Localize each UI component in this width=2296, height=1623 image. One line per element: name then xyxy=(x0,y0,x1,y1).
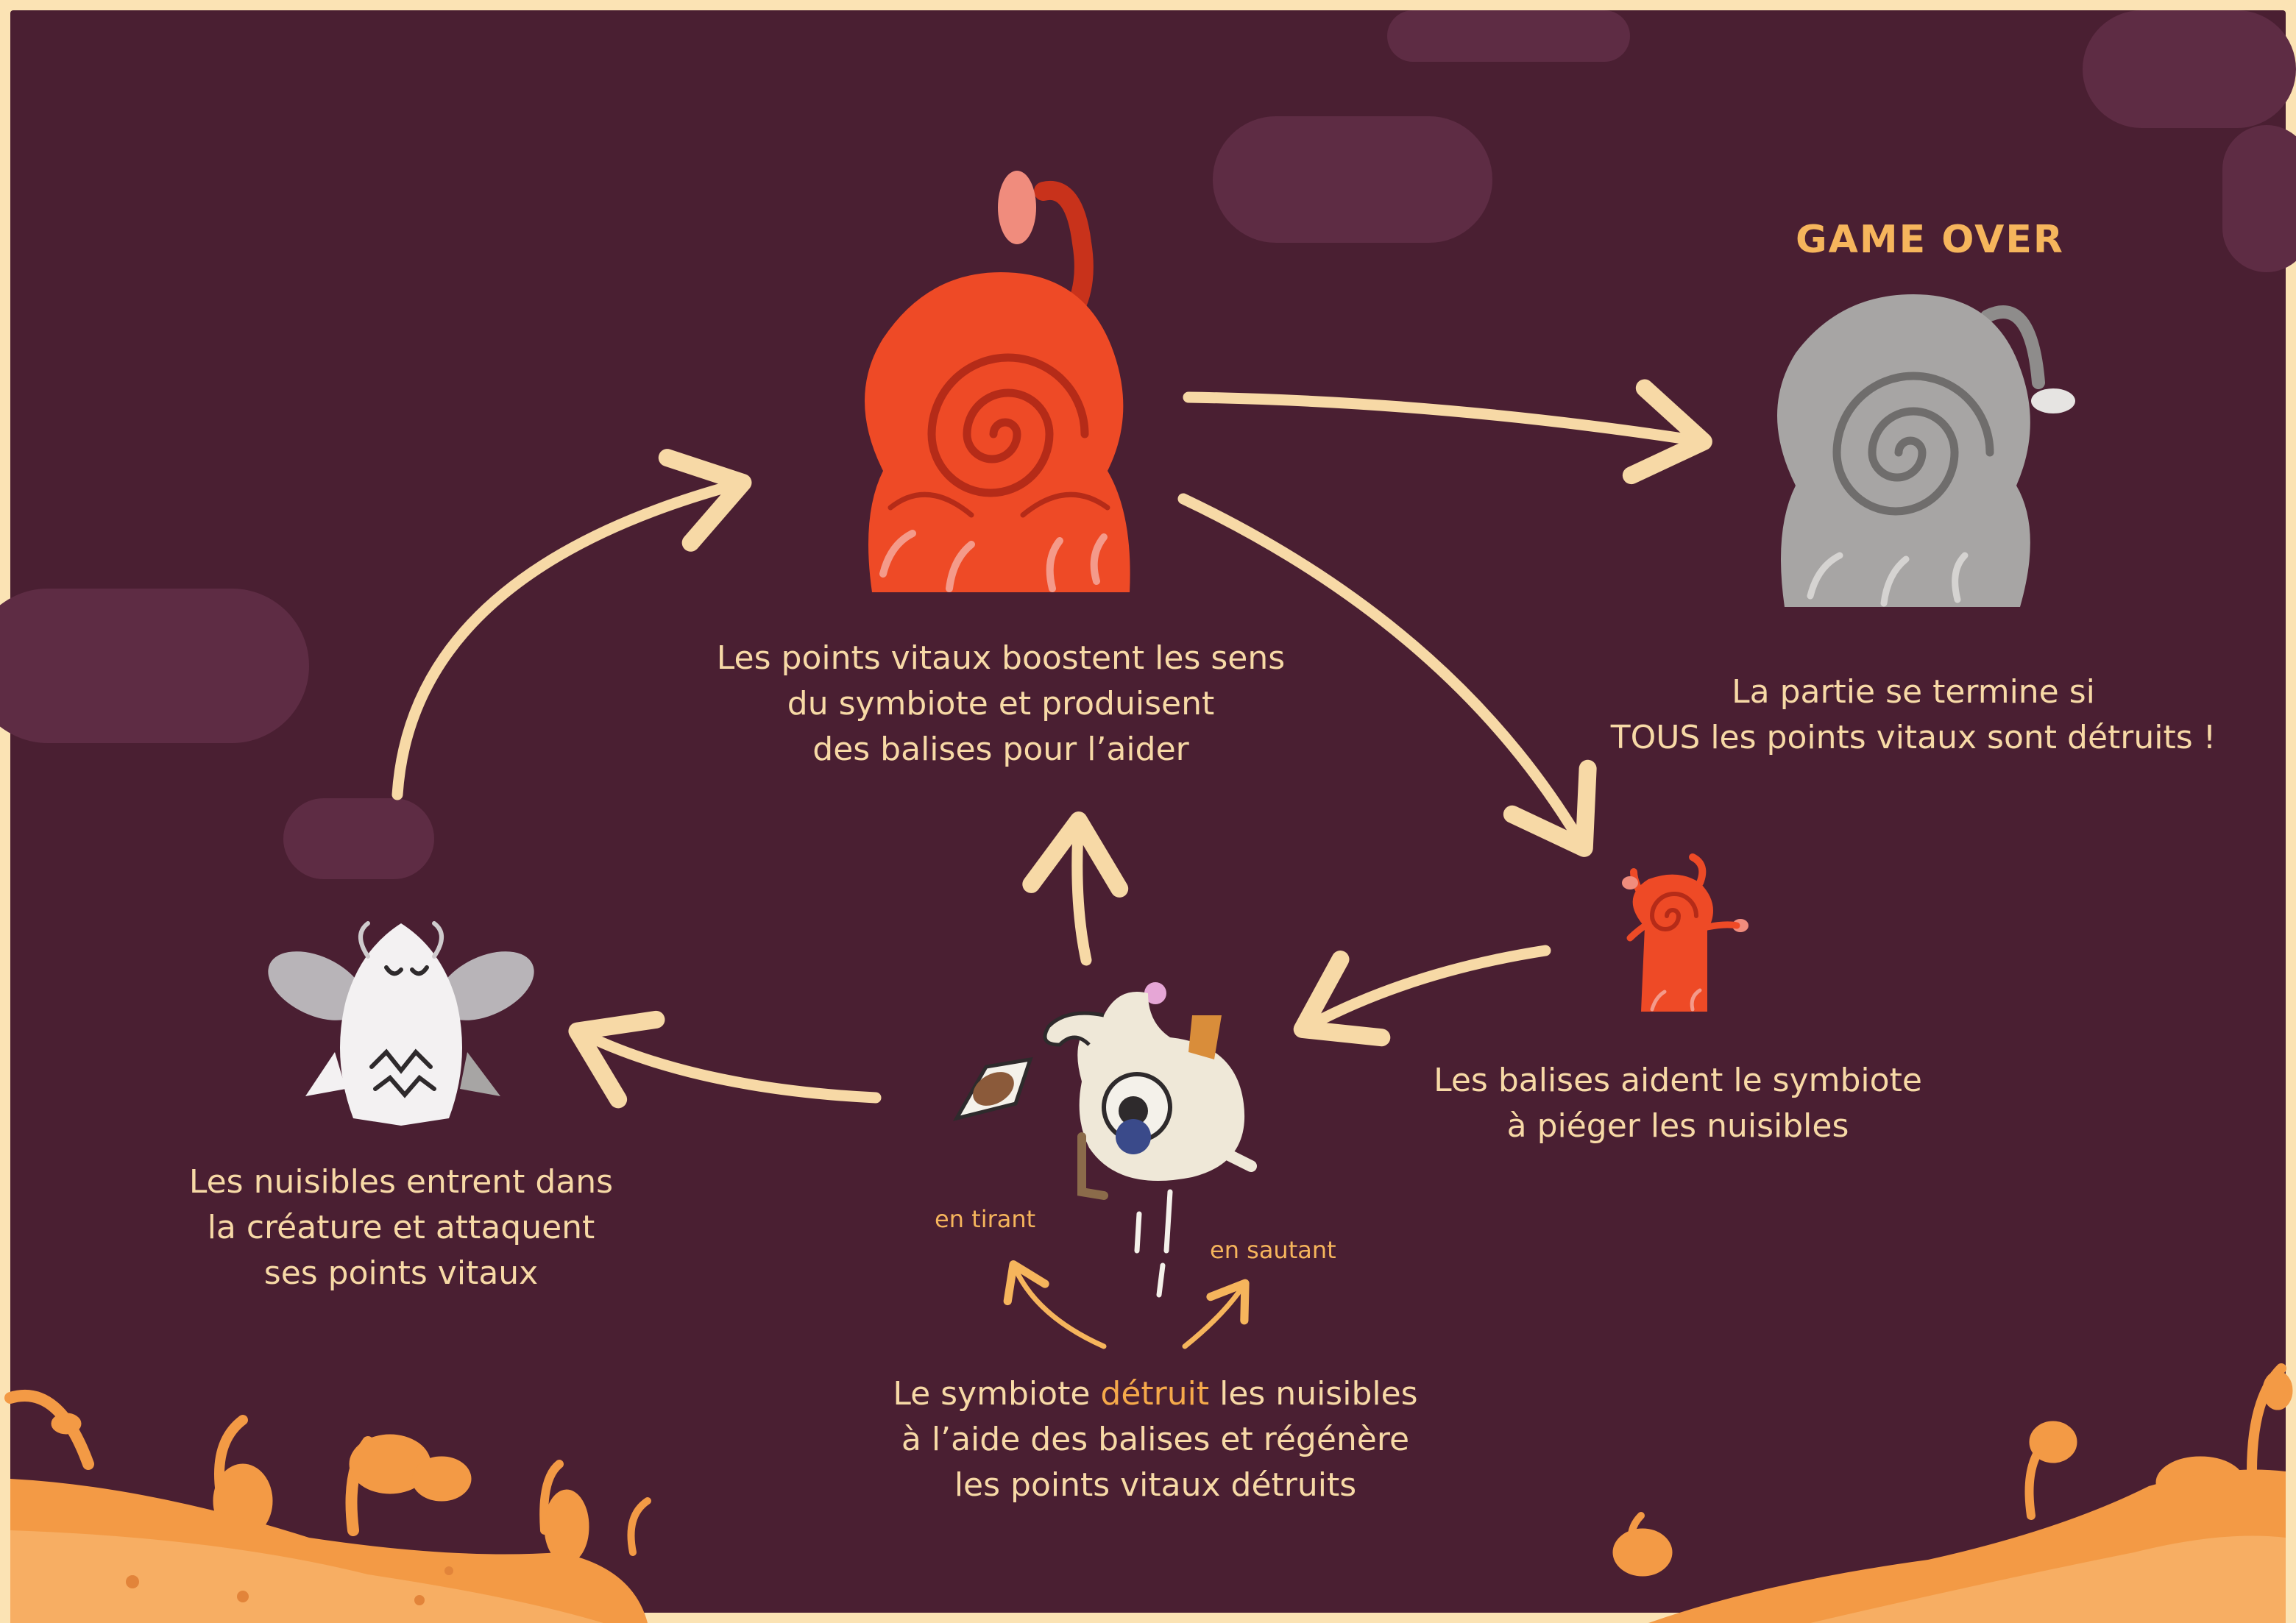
arrow-jumping xyxy=(1182,1279,1250,1349)
beacon-illustration xyxy=(1622,853,1748,1012)
symbiote-illustration xyxy=(952,982,1257,1298)
ground-left xyxy=(4,1389,651,1623)
caption-symbiote-post: les nuisibles à l’aide des balises et ré… xyxy=(901,1375,1418,1504)
flow-arrows xyxy=(391,379,1712,1109)
arrow-vital-to-beacon xyxy=(1177,493,1597,857)
caption-pests: Les nuisibles entrent dans la créature e… xyxy=(188,1163,614,1292)
label-shooting: en tirant xyxy=(935,1205,1036,1233)
arrow-symbiote-to-vital xyxy=(1022,812,1129,966)
background-blobs xyxy=(0,10,2296,879)
arrow-vital-to-gameover xyxy=(1183,379,1712,485)
caption-game-over: La partie se termine si TOUS les points … xyxy=(1575,670,2252,761)
arrow-pests-to-vital xyxy=(391,449,752,800)
arrow-shooting xyxy=(1003,1260,1107,1349)
caption-game-over-line1: La partie se termine si xyxy=(1732,673,2095,711)
caption-symbiote-pre: Le symbiote xyxy=(893,1375,1101,1413)
caption-vital-points: Les points vitaux boostent les sens du s… xyxy=(716,639,1286,768)
game-over-illustration xyxy=(1777,294,2075,607)
caption-symbiote-highlight: détruit xyxy=(1100,1375,1210,1413)
ground-right xyxy=(1612,1363,2293,1623)
vital-point-illustration xyxy=(865,171,1130,592)
label-jumping: en sautant xyxy=(1210,1236,1336,1264)
arrow-symbiote-to-pests xyxy=(568,1010,882,1109)
caption-symbiote: Le symbiote détruit les nuisibles à l’ai… xyxy=(824,1371,1487,1508)
background-panel xyxy=(10,10,2286,1613)
caption-game-over-line2: TOUS les points vitaux sont détruits ! xyxy=(1610,719,2217,756)
game-over-title: GAME OVER xyxy=(1796,218,2064,262)
arrow-beacon-to-symbiote xyxy=(1293,945,1551,1047)
small-arrows xyxy=(1003,1260,1250,1349)
pest-illustration xyxy=(268,921,534,1126)
caption-beacons: Les balises aident le symbiote à piéger … xyxy=(1434,1062,1922,1145)
